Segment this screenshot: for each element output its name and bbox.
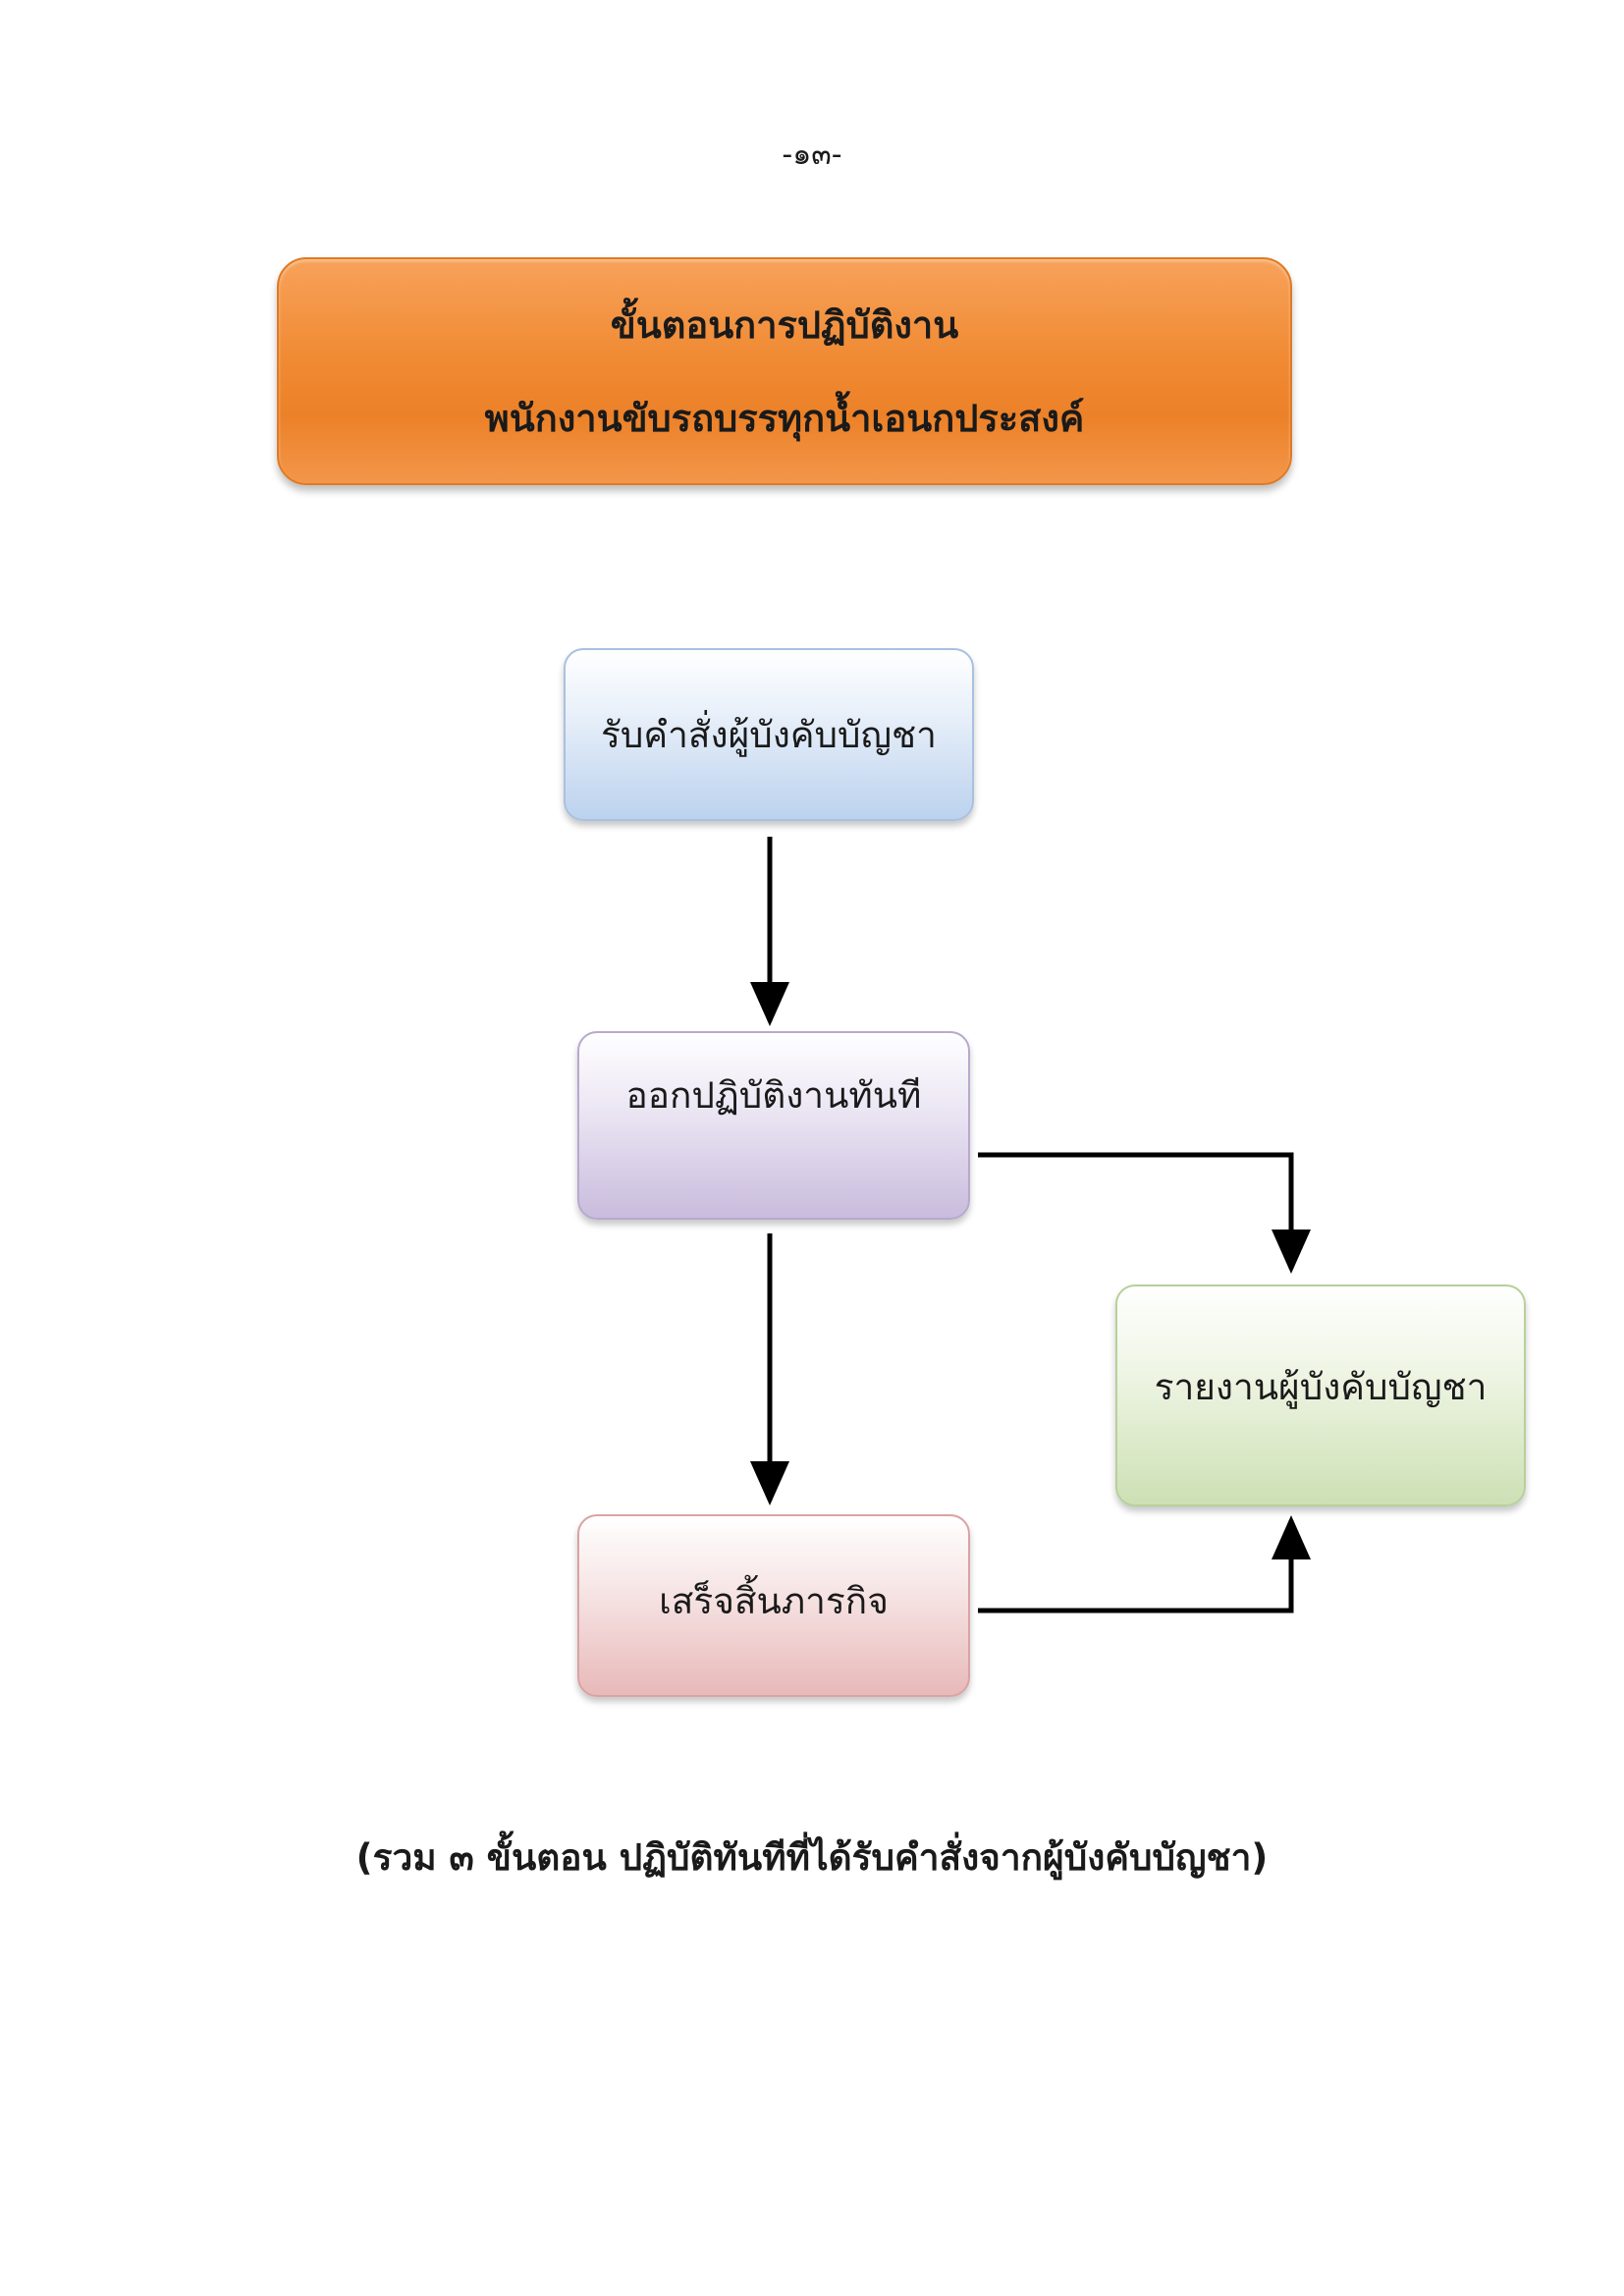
node-receive-order: รับคำสั่งผู้บังคับบัญชา [564,648,974,821]
title-banner: ขั้นตอนการปฏิบัติงาน พนักงานขับรถบรรทุกน… [277,257,1292,485]
page-number: -๑๓- [782,137,842,172]
title-line-1: ขั้นตอนการปฏิบัติงาน [610,303,959,347]
arrow-done-to-report [978,1515,1311,1613]
node-depart-immediately: ออกปฏิบัติงานทันที [577,1031,970,1220]
title-line-2: พนักงานขับรถบรรทุกน้ำเอนกประสงค์ [484,397,1085,440]
arrow-depart-to-report [978,1152,1311,1274]
node-report-supervisor: รายงานผู้บังคับบัญชา [1115,1285,1526,1506]
node-mission-complete: เสร็จสิ้นภารกิจ [577,1514,970,1697]
summary-caption: (รวม ๓ ขั้นตอน ปฏิบัติทันทีที่ได้รับคำสั… [355,1836,1269,1879]
